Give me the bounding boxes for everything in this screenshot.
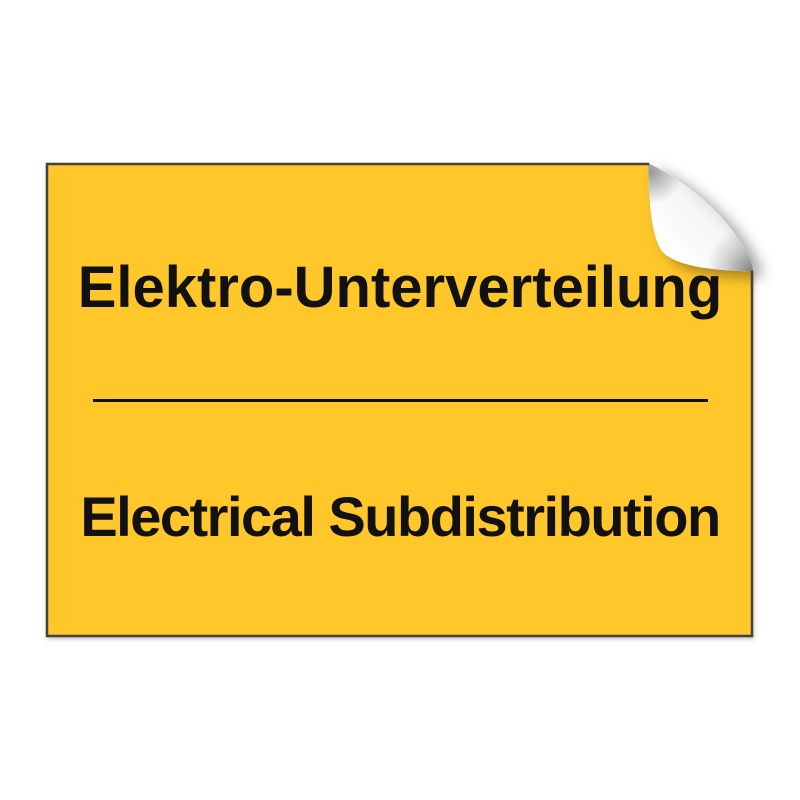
- sign-border: [45, 162, 754, 638]
- page-curl: [648, 163, 753, 272]
- divider-line: [93, 399, 708, 402]
- sign-title-german: Elektro-Unterverteilung: [77, 255, 723, 320]
- sign-title-english: Electrical Subdistribution: [80, 485, 721, 548]
